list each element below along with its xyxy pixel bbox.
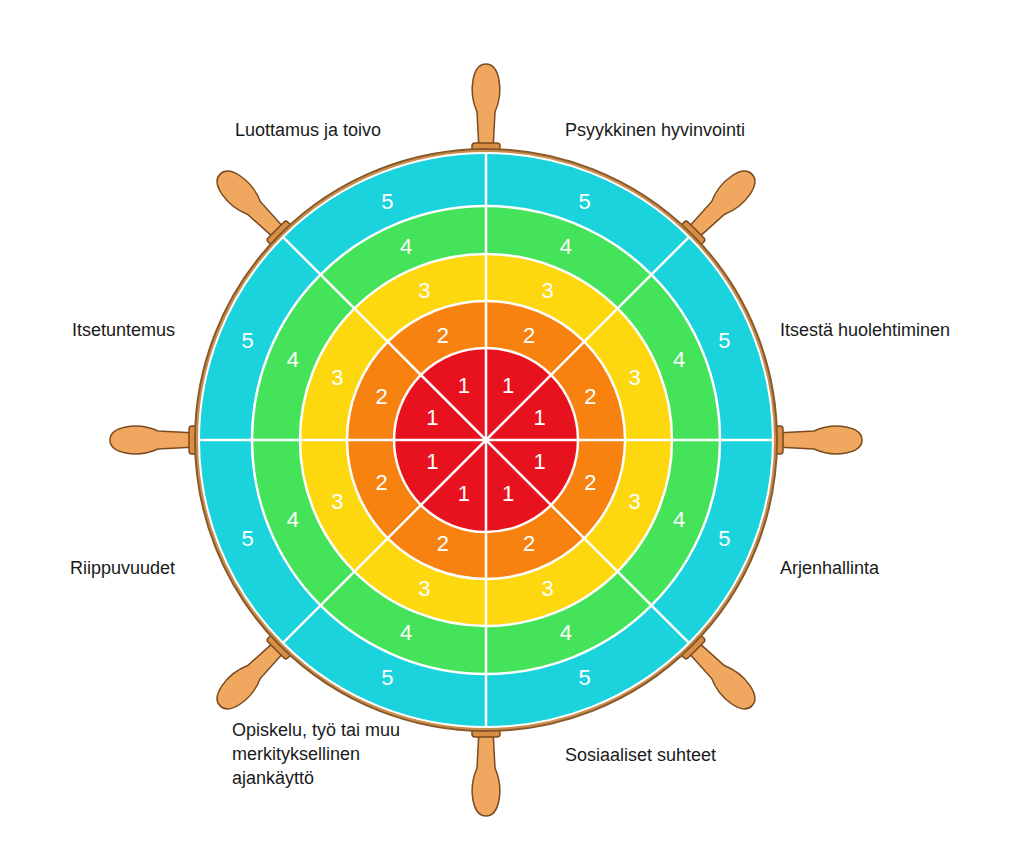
scale-number: 2 xyxy=(437,324,449,348)
scale-number: 4 xyxy=(287,348,299,372)
scale-number: 3 xyxy=(418,577,430,601)
scale-number: 5 xyxy=(579,190,591,214)
category-label: Arjenhallinta xyxy=(780,556,879,580)
scale-number: 4 xyxy=(400,235,412,259)
category-label: Itsetuntemus xyxy=(72,318,175,342)
category-label: Luottamus ja toivo xyxy=(235,118,381,142)
scale-number: 5 xyxy=(718,527,730,551)
scale-number: 1 xyxy=(533,406,545,430)
scale-number: 2 xyxy=(584,471,596,495)
scale-number: 4 xyxy=(673,348,685,372)
scale-number: 2 xyxy=(437,532,449,556)
scale-number: 3 xyxy=(331,366,343,390)
scale-number: 4 xyxy=(673,508,685,532)
scale-number: 3 xyxy=(331,490,343,514)
scale-number: 3 xyxy=(629,490,641,514)
category-label: Psyykkinen hyvinvointi xyxy=(565,118,745,142)
scale-number: 5 xyxy=(381,666,393,690)
scale-number: 2 xyxy=(584,385,596,409)
wheel-rim xyxy=(195,149,777,731)
scale-number: 3 xyxy=(541,279,553,303)
sector-dividers xyxy=(199,153,773,727)
scale-number: 5 xyxy=(381,190,393,214)
scale-number: 1 xyxy=(533,450,545,474)
ring-5 xyxy=(199,153,773,727)
category-label: Sosiaaliset suhteet xyxy=(565,743,716,767)
scale-number: 1 xyxy=(426,450,438,474)
wheel-handles xyxy=(110,64,862,816)
category-label: Itsestä huolehtiminen xyxy=(780,318,950,342)
scale-number: 1 xyxy=(458,482,470,506)
scale-number: 1 xyxy=(502,374,514,398)
scale-number: 1 xyxy=(502,482,514,506)
scale-number: 1 xyxy=(426,406,438,430)
scale-number: 3 xyxy=(629,366,641,390)
scale-number: 2 xyxy=(523,324,535,348)
scale-number: 5 xyxy=(242,527,254,551)
scale-number: 2 xyxy=(523,532,535,556)
scale-number: 4 xyxy=(560,621,572,645)
scale-number: 4 xyxy=(400,621,412,645)
scale-number: 1 xyxy=(458,374,470,398)
scale-number: 3 xyxy=(541,577,553,601)
scale-number: 2 xyxy=(375,471,387,495)
category-label: Riippuvuudet xyxy=(70,556,175,580)
category-label: Opiskelu, työ tai muu merkityksellinen a… xyxy=(232,718,447,790)
scale-number: 4 xyxy=(287,508,299,532)
scale-number: 5 xyxy=(579,666,591,690)
scale-number: 4 xyxy=(560,235,572,259)
scale-number: 2 xyxy=(375,385,387,409)
scale-number: 3 xyxy=(418,279,430,303)
scale-number: 5 xyxy=(242,329,254,353)
scale-number: 5 xyxy=(718,329,730,353)
